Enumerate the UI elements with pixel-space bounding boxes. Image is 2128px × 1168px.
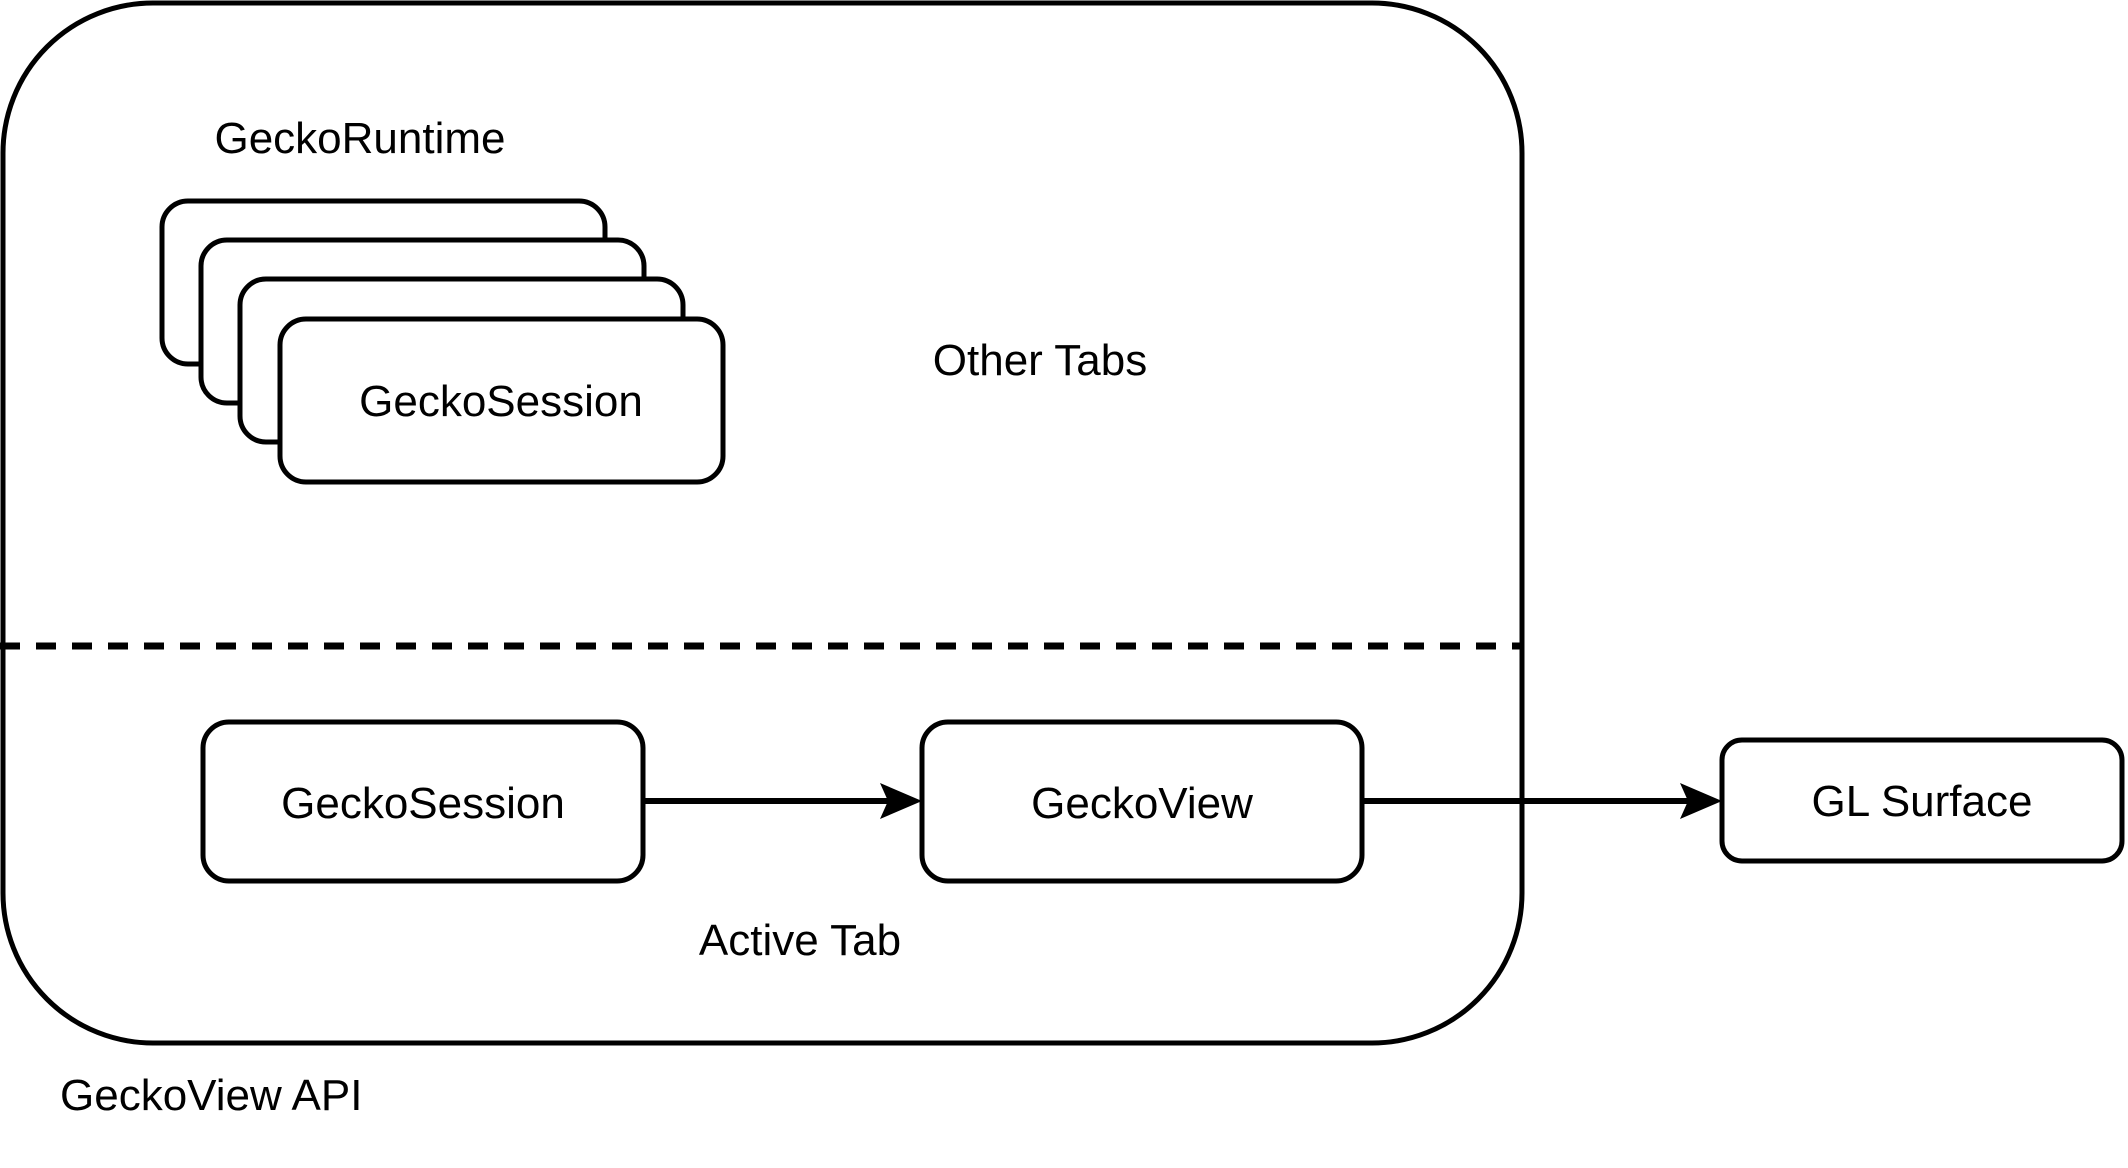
geckoview-api-caption: GeckoView API xyxy=(60,1071,362,1120)
gecko-runtime-label: GeckoRuntime xyxy=(214,114,505,163)
view-to-surface-arrowhead xyxy=(1680,783,1722,819)
active-tab-label: Active Tab xyxy=(699,916,901,965)
active-gecko-session-label: GeckoSession xyxy=(281,779,565,828)
session-to-view-arrowhead xyxy=(880,783,922,819)
session-card-front-label: GeckoSession xyxy=(359,377,643,426)
gl-surface-label: GL Surface xyxy=(1812,777,2033,826)
session-card-front[interactable] xyxy=(277,316,726,485)
gl-surface-box[interactable] xyxy=(1719,737,2125,864)
gecko-view-label: GeckoView xyxy=(1031,779,1253,828)
other-tabs-label: Other Tabs xyxy=(933,336,1147,385)
